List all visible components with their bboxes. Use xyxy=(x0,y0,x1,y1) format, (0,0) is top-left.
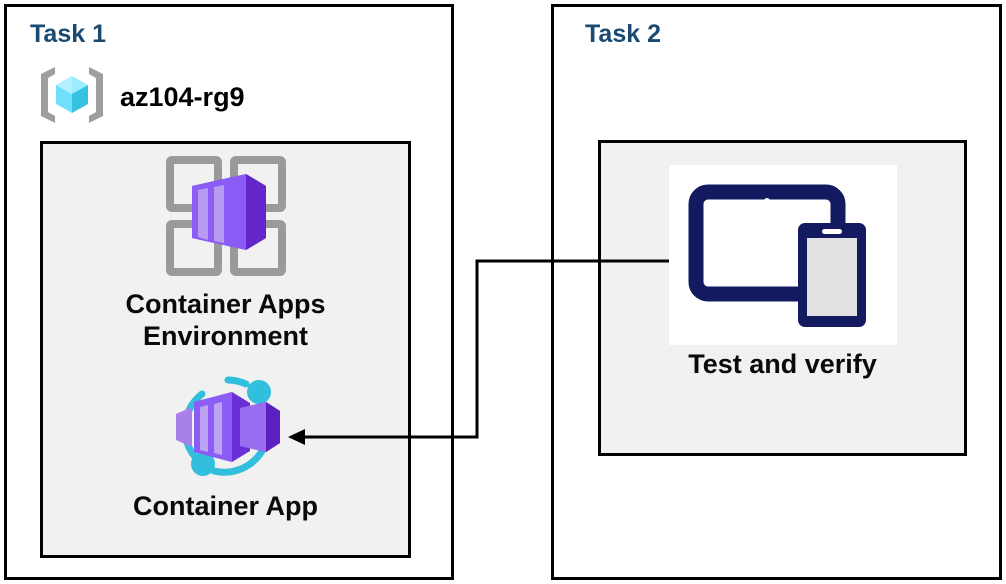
task-2-label: Task 2 xyxy=(585,20,661,48)
container-apps-environment-item: Container Apps Environment xyxy=(40,152,411,353)
container-app-dot-bottom xyxy=(190,452,215,476)
container-app-caption: Container App xyxy=(133,491,318,521)
test-and-verify-caption: Test and verify xyxy=(688,349,877,379)
task-1-label: Task 1 xyxy=(30,20,106,48)
container-app-icon xyxy=(162,372,290,487)
container-apps-environment-caption: Container Apps Environment xyxy=(125,289,326,351)
test-and-verify-devices-icon xyxy=(688,178,878,333)
container-app-item: Container App xyxy=(40,372,411,523)
container-apps-environment-icon xyxy=(162,152,290,285)
resource-group-name: az104-rg9 xyxy=(120,82,245,112)
resource-group-row: az104-rg9 xyxy=(36,62,245,133)
resource-group-icon xyxy=(36,62,108,133)
test-and-verify-icon-plate xyxy=(668,165,897,345)
container-app-dot-top xyxy=(246,380,271,404)
test-and-verify-item: Test and verify xyxy=(598,165,967,381)
